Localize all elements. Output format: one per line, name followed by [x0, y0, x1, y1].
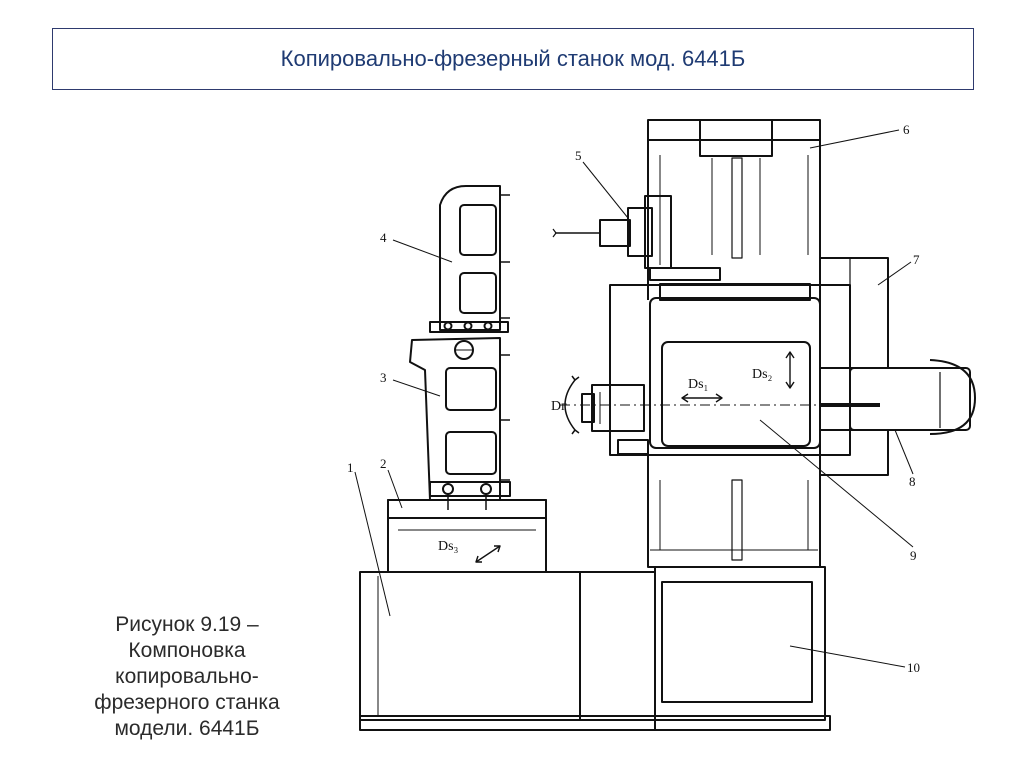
- slide-title: Копировально-фрезерный станок мод. 6441Б: [280, 46, 746, 71]
- bracket-3: [409, 337, 511, 510]
- part-label-2: 2: [380, 456, 387, 471]
- part-label-6: 6: [903, 122, 910, 137]
- motion-label-ds3: Ds₃: [438, 539, 459, 554]
- part-label-1: 1: [347, 460, 354, 475]
- part-label-9: 9: [910, 548, 917, 563]
- part-label-10: 10: [907, 660, 920, 675]
- leader-lines: [354, 129, 914, 668]
- table-2: [387, 499, 547, 573]
- caption-line: фрезерного станка: [94, 691, 280, 714]
- part-label-8: 8: [909, 474, 916, 489]
- motion-label-dr: Dг: [551, 399, 567, 414]
- template-holder-4: [429, 185, 510, 481]
- spindle: [581, 384, 645, 432]
- caption-line: модели. 6441Б: [114, 717, 260, 740]
- column-lower: [647, 454, 821, 568]
- drive-8: [820, 359, 976, 435]
- caption-line: Компоновка: [128, 639, 246, 662]
- motion-label-ds1: Ds₁: [688, 377, 708, 392]
- motion-label-ds2: Ds₂: [752, 367, 773, 382]
- part-label-5: 5: [575, 148, 582, 163]
- title-box: Копировально-фрезерный станок мод. 6441Б: [52, 28, 974, 90]
- base-1: [359, 571, 656, 731]
- figure-caption: Рисунок 9.19 – Компоновка копировально- …: [62, 612, 312, 742]
- caption-line: копировально-: [115, 665, 259, 688]
- part-label-3: 3: [380, 370, 387, 385]
- caption-line: Рисунок 9.19 –: [115, 613, 259, 636]
- bed-10: [654, 566, 831, 731]
- spindle-slide-9: [609, 283, 851, 456]
- part-label-4: 4: [380, 230, 387, 245]
- tracer-head-5: [552, 195, 721, 281]
- column-6: [647, 119, 821, 300]
- carriage-7: [819, 257, 889, 476]
- part-label-7: 7: [913, 252, 920, 267]
